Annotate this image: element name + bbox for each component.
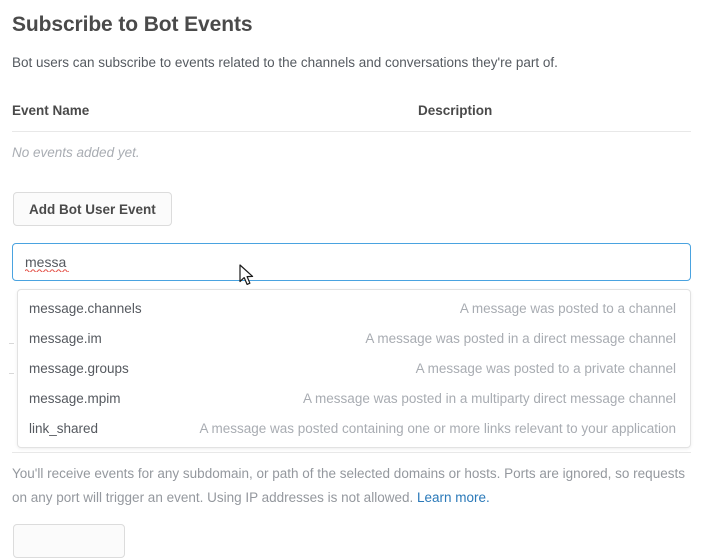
events-table: Event Name Description No events added y… [12, 103, 691, 160]
event-search-input[interactable] [12, 243, 691, 281]
dropdown-option-description: A message was posted to a private channe… [415, 360, 676, 376]
dropdown-option-name: message.mpim [29, 390, 121, 406]
dropdown-option-message-channels[interactable]: message.channels A message was posted to… [18, 293, 690, 323]
column-header-event-name: Event Name [12, 103, 90, 118]
dropdown-option-link-shared[interactable]: link_shared A message was posted contain… [18, 413, 690, 443]
dropdown-option-description: A message was posted to a channel [459, 300, 676, 316]
dropdown-option-message-mpim[interactable]: message.mpim A message was posted in a m… [18, 383, 690, 413]
dropdown-option-name: message.im [29, 330, 102, 346]
learn-more-link[interactable]: Learn more. [416, 490, 490, 505]
table-header-divider [12, 131, 691, 132]
dropdown-option-description: A message was posted in a direct message… [365, 330, 676, 346]
dropdown-option-description: A message was posted in a multiparty dir… [303, 390, 676, 406]
events-table-empty-message: No events added yet. [12, 145, 140, 160]
event-autocomplete-dropdown[interactable]: message.channels A message was posted to… [17, 289, 691, 448]
helper-text-body: You'll receive events for any subdomain,… [12, 466, 685, 505]
bottom-action-button[interactable] [13, 524, 125, 558]
page-subtitle: Bot users can subscribe to events relate… [12, 55, 558, 70]
dropdown-option-name: message.groups [29, 360, 129, 376]
add-bot-user-event-button[interactable]: Add Bot User Event [13, 192, 172, 226]
section-divider [12, 452, 691, 453]
dropdown-option-name: link_shared [29, 420, 99, 436]
dropdown-option-name: message.channels [29, 300, 142, 316]
column-header-description: Description [418, 103, 493, 118]
dropdown-option-message-groups[interactable]: message.groups A message was posted to a… [18, 353, 690, 383]
subscribe-to-bot-events-page: Subscribe to Bot Events Bot users can su… [9, 13, 691, 558]
obscured-row-fragment [9, 373, 14, 374]
page-title: Subscribe to Bot Events [12, 13, 253, 36]
dropdown-option-message-im[interactable]: message.im A message was posted in a dir… [18, 323, 690, 353]
domains-helper-text: You'll receive events for any subdomain,… [12, 462, 688, 510]
obscured-row-fragment [9, 343, 14, 344]
events-table-header: Event Name Description [12, 103, 691, 132]
dropdown-option-description: A message was posted containing one or m… [199, 420, 676, 436]
